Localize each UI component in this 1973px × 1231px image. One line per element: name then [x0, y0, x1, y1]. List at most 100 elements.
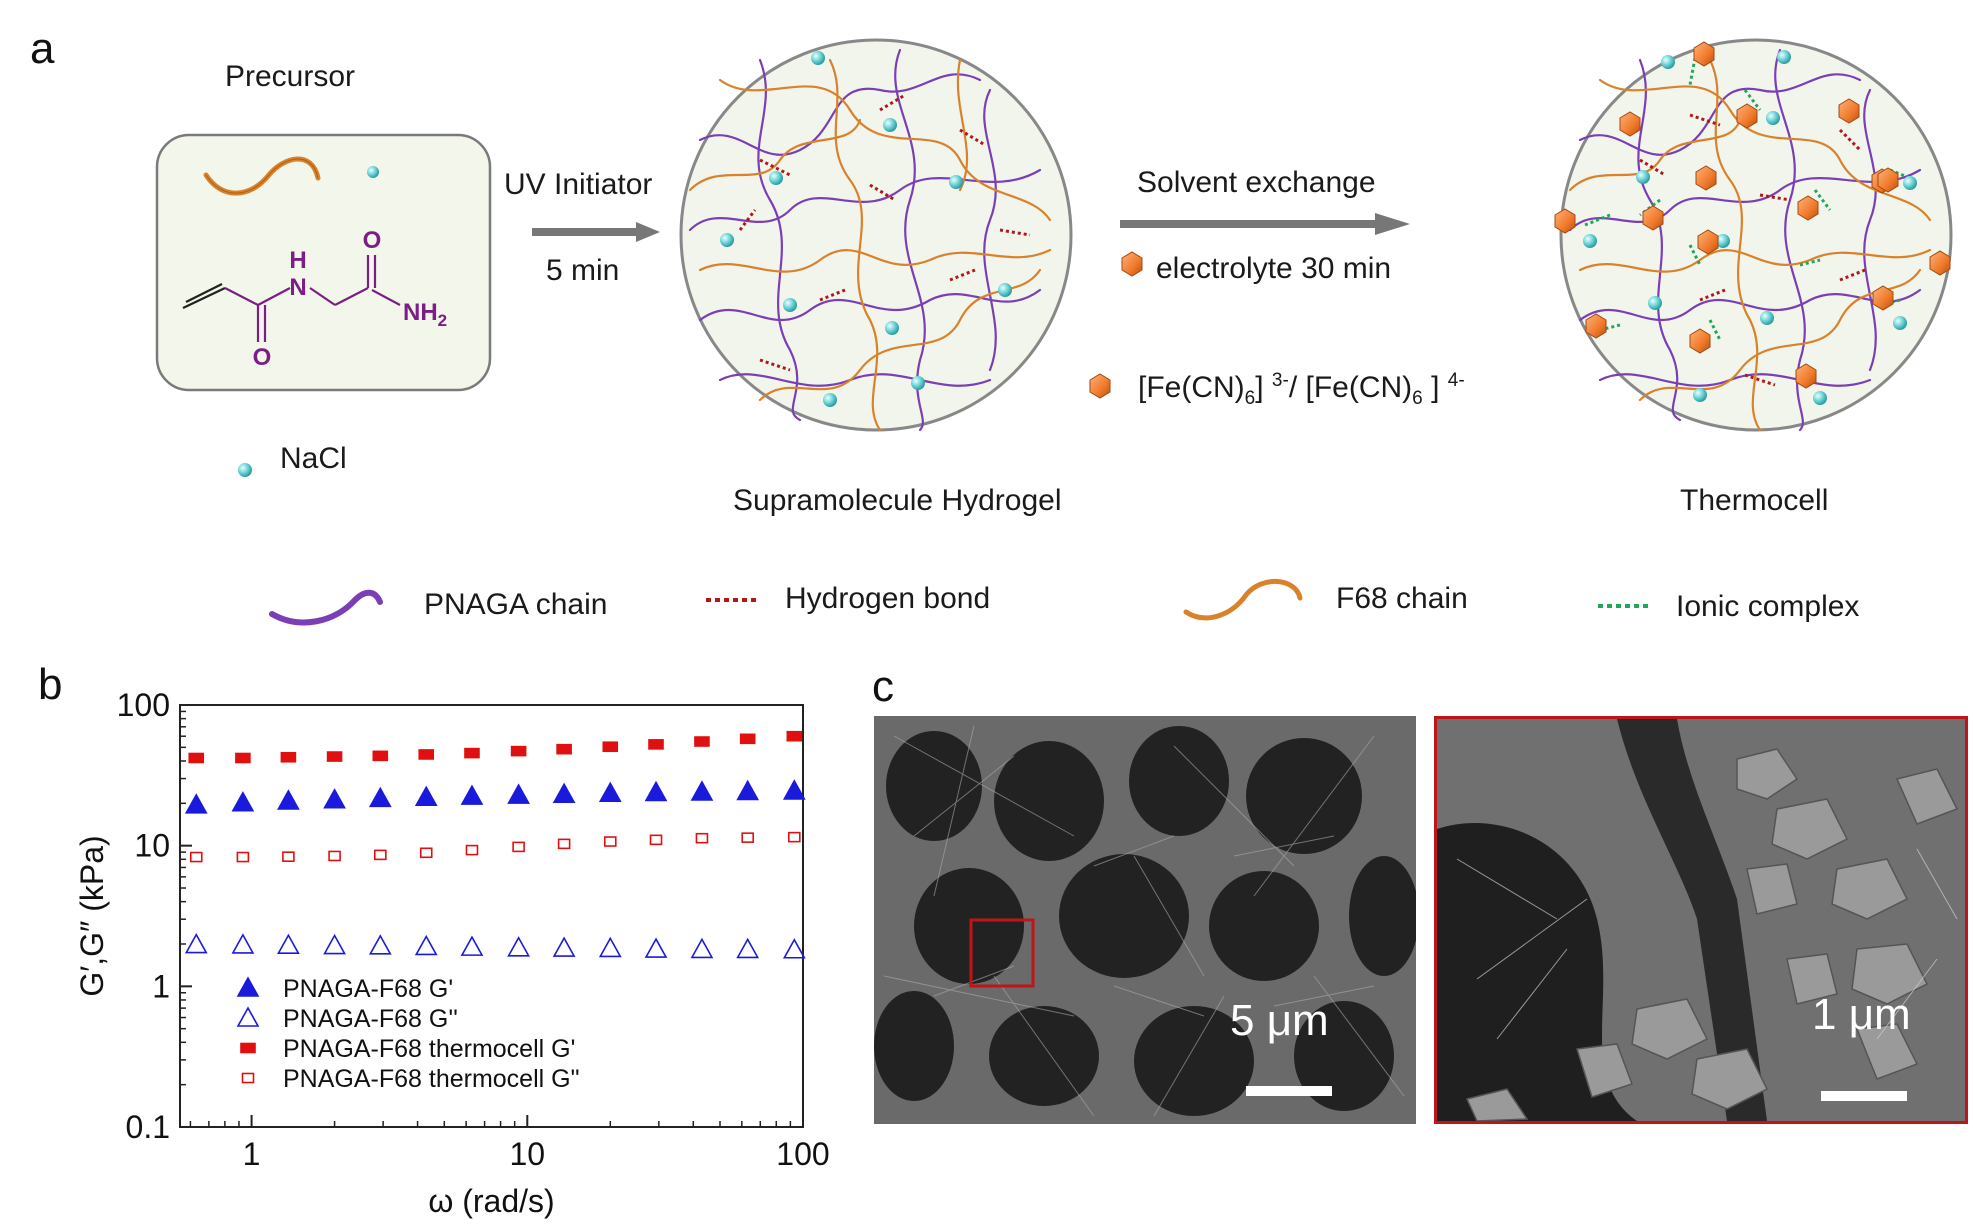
data-point-s1 — [184, 932, 208, 954]
scale-label-right: 1 μm — [1812, 990, 1911, 1039]
rheology-chart: 0.1 1 10 100 1 10 100 ω (rad/s) G′,G″ (kPa) PNAG… — [74, 687, 830, 1219]
data-point-s2 — [786, 730, 803, 742]
molecule-n: N — [289, 274, 306, 301]
plot-frame — [179, 704, 804, 1128]
data-point-s1 — [277, 933, 300, 955]
data-point-s2 — [280, 751, 297, 763]
data-point-s2 — [510, 745, 527, 757]
data-point-s1 — [598, 936, 622, 958]
nacl-ball-icon — [367, 166, 379, 178]
legend-label: PNAGA-F68 G' — [283, 975, 453, 1003]
molecule-nh2: NH2 — [403, 299, 447, 330]
molecule-o-top: O — [363, 227, 382, 254]
arrow2-bottom-label: electrolyte 30 min — [1156, 252, 1392, 285]
molecule-o-bottom: O — [253, 344, 272, 371]
scale-bar-left — [1246, 1086, 1332, 1096]
data-point-s0 — [277, 789, 300, 810]
data-point-s1 — [231, 933, 255, 954]
data-point-s1 — [414, 934, 438, 956]
data-point-s3 — [189, 851, 203, 863]
panel-a-letter: a — [30, 24, 55, 73]
data-point-s2 — [556, 743, 572, 755]
data-point-s3 — [374, 849, 387, 861]
molecule-h: H — [289, 247, 306, 274]
data-point-s0 — [736, 779, 760, 801]
y-tick-label: 100 — [117, 687, 170, 723]
hydrogel-network — [679, 38, 1073, 432]
sem-image-high-mag — [1434, 716, 1968, 1124]
y-tick-label: 10 — [134, 828, 170, 864]
data-point-s0 — [598, 781, 622, 803]
hydrogel-label: Supramolecule Hydrogel — [733, 484, 1062, 517]
legend-f68-label: F68 chain — [1336, 582, 1468, 615]
arrow1-top-label: UV Initiator — [504, 168, 653, 201]
legend-label: PNAGA-F68 G'' — [283, 1005, 458, 1033]
precursor-box — [155, 133, 492, 392]
data-point-s3 — [695, 832, 709, 844]
sem-image-low-mag — [874, 716, 1416, 1124]
data-point-s1 — [782, 938, 806, 959]
pnaga-chain-icon — [269, 589, 383, 626]
legend-label: PNAGA-F68 thermocell G" — [283, 1065, 579, 1093]
legend-pnaga-label: PNAGA chain — [424, 588, 608, 621]
y-axis-label: G′,G″ (kPa) — [74, 835, 110, 996]
nacl-label: NaCl — [280, 442, 347, 475]
data-point-s1 — [552, 936, 576, 957]
data-point-s1 — [507, 936, 530, 957]
precursor-title: Precursor — [225, 60, 356, 93]
data-point-s3 — [603, 836, 617, 847]
ferricyanide-hexagon-icon — [1089, 373, 1111, 399]
data-point-s0 — [460, 784, 484, 805]
data-point-s3 — [557, 838, 571, 850]
data-point-s1 — [460, 935, 484, 956]
x-tick-label: 100 — [776, 1136, 829, 1172]
scale-label-left: 5 μm — [1230, 996, 1329, 1045]
data-point-s0 — [644, 780, 668, 802]
panel-b-letter: b — [38, 660, 63, 709]
legend-label: PNAGA-F68 thermocell G' — [283, 1035, 575, 1063]
data-point-s3 — [788, 831, 801, 843]
data-point-s1 — [323, 933, 346, 955]
data-point-s3 — [236, 851, 250, 863]
data-point-s3 — [419, 847, 433, 859]
data-point-s1 — [368, 934, 392, 955]
legend-hbond-label: Hydrogen bond — [785, 582, 991, 615]
data-point-s0 — [368, 786, 392, 808]
data-point-s2 — [188, 752, 205, 764]
data-point-s3 — [328, 850, 341, 862]
arrow1-bottom-label: 5 min — [546, 254, 620, 287]
data-point-s3 — [282, 851, 295, 862]
f68-legend-icon — [1183, 578, 1303, 621]
x-axis-label: ω (rad/s) — [428, 1183, 554, 1219]
legend-ionic-label: Ionic complex — [1676, 590, 1860, 623]
panel-c-letter: c — [872, 662, 894, 711]
y-tick-label: 0.1 — [126, 1109, 170, 1145]
data-point-s3 — [512, 841, 525, 853]
data-point-s3 — [741, 832, 754, 843]
data-point-s2 — [326, 751, 343, 762]
nacl-legend-icon — [238, 463, 252, 477]
data-point-s2 — [235, 752, 251, 764]
scale-bar-right — [1821, 1091, 1907, 1101]
data-point-s2 — [694, 736, 710, 747]
electrolyte-hexagon-icon — [1121, 251, 1143, 277]
data-point-s1 — [644, 937, 668, 958]
data-point-s0 — [323, 788, 346, 809]
y-tick-label: 1 — [152, 968, 170, 1004]
x-tick-label: 1 — [243, 1136, 261, 1172]
data-point-s1 — [736, 937, 760, 959]
x-tick-label: 10 — [509, 1136, 545, 1172]
data-point-s2 — [464, 747, 480, 759]
data-point-s0 — [507, 783, 530, 804]
legend-marker — [241, 1072, 255, 1084]
data-point-s2 — [372, 750, 389, 762]
naga-molecule — [182, 255, 401, 342]
data-point-s2 — [602, 741, 619, 753]
data-point-s0 — [231, 791, 255, 812]
scheme-diagram: O N H O NH2 — [155, 38, 1953, 626]
legend-marker — [236, 1006, 260, 1027]
thermocell-network — [1554, 38, 1953, 432]
data-point-s0 — [184, 793, 208, 814]
legend-marker — [236, 976, 260, 997]
data-point-s0 — [782, 779, 806, 800]
